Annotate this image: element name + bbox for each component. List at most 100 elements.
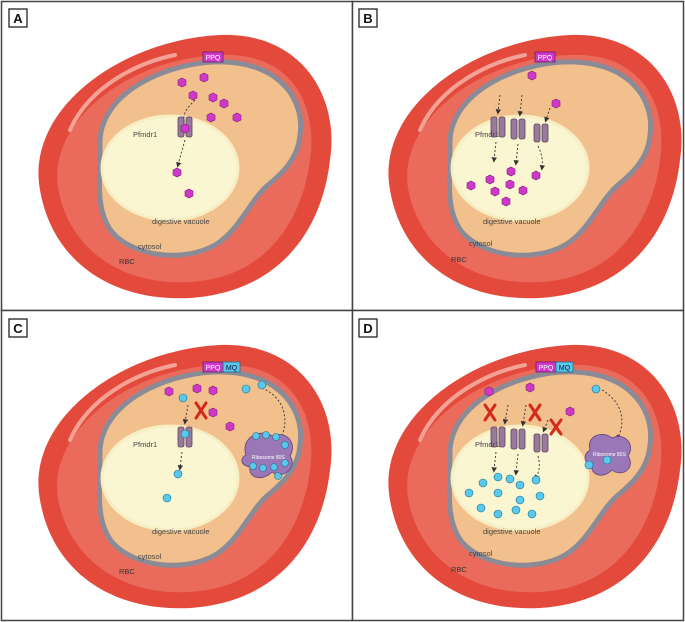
digestive-vacuole	[450, 424, 590, 532]
rbc-highlight	[68, 363, 177, 442]
ppq-molecule	[485, 174, 495, 185]
mq-molecule	[259, 464, 267, 472]
rbc-label: RBC	[119, 257, 135, 266]
ppq-tag	[534, 51, 556, 63]
ppq-molecule	[551, 98, 561, 109]
ppq-molecule	[192, 383, 202, 394]
pfmdr1-transporter	[533, 433, 549, 453]
ppq-molecule	[177, 77, 187, 88]
block-x-icon	[194, 401, 208, 420]
ppq-molecule	[505, 179, 515, 190]
mq-molecules	[162, 380, 289, 503]
mq-molecule	[252, 432, 260, 440]
cytosol-label: cytosol	[469, 239, 493, 248]
ppq-molecules	[466, 70, 561, 207]
ppq-molecule	[184, 188, 194, 199]
ppq-molecule	[490, 186, 500, 197]
mq-molecule	[478, 478, 488, 488]
transport-arrow	[537, 145, 546, 171]
transport-arrow	[502, 404, 509, 425]
ppq-molecule	[232, 112, 242, 123]
mq-molecule	[262, 431, 270, 439]
block-x-icons	[483, 403, 563, 436]
mq-molecule	[531, 475, 541, 485]
mq-molecule	[591, 384, 601, 394]
panel-d: D PPQ MQ Pfmdr1	[358, 318, 682, 609]
transport-arrow	[182, 404, 189, 425]
mq-molecules	[464, 384, 612, 519]
pfmdr1-label: Pfmdr1	[475, 130, 499, 139]
pfmdr1-transporter	[490, 116, 506, 138]
ppq-molecule	[180, 123, 190, 134]
block-x-icon	[483, 403, 497, 422]
block-x-icon	[528, 403, 542, 422]
panel-letter: C	[13, 321, 23, 336]
ppq-molecule	[525, 382, 535, 393]
vacuole-label: digestive vacuole	[152, 217, 210, 226]
ppq-molecule	[199, 72, 209, 83]
ppq-tag-label: PPQ	[206, 55, 221, 62]
panel-c: C PPQ MQ Pfmdr1 Ribosome 80S	[8, 318, 332, 609]
transport-arrow	[491, 141, 497, 163]
mq-molecule	[527, 509, 537, 519]
ppq-tag-label: PPQ	[538, 55, 553, 62]
mq-molecule	[493, 472, 503, 482]
mq-molecule	[274, 472, 282, 480]
cytosol-label: cytosol	[469, 549, 493, 558]
mq-molecule	[535, 491, 545, 501]
rbc-highlight	[418, 53, 527, 132]
pfmdr1-transporter	[490, 426, 506, 448]
digestive-vacuole	[100, 424, 240, 532]
ppq-molecule	[466, 180, 476, 191]
transport-arrow	[495, 94, 501, 115]
mq-molecule	[511, 505, 521, 515]
mq-molecule	[178, 393, 188, 403]
transport-arrows	[491, 389, 623, 481]
transport-arrow	[520, 404, 527, 427]
cytosol-label: cytosol	[138, 552, 162, 561]
ppq-molecule	[527, 70, 537, 81]
mq-molecule	[505, 474, 515, 484]
mq-molecule	[173, 469, 183, 479]
mq-molecule	[270, 463, 278, 471]
panel-b: B PPQ Pfmdr1	[358, 8, 682, 299]
ppq-molecule	[208, 385, 218, 396]
ppq-molecule	[518, 185, 528, 196]
block-x-icon	[549, 418, 563, 436]
pfmdr1-transporter	[510, 428, 526, 450]
ppq-molecule	[208, 92, 218, 103]
ppq-molecule	[206, 112, 216, 123]
mq-molecule	[249, 462, 257, 470]
transport-arrow	[261, 387, 286, 443]
ppq-tag-label: PPQ	[539, 365, 554, 372]
mq-molecule	[281, 441, 289, 449]
cytosol-label: cytosol	[138, 242, 162, 251]
mq-molecule	[515, 495, 525, 505]
transport-arrow	[542, 419, 549, 433]
mq-molecule	[493, 488, 503, 498]
mq-tag-label: MQ	[226, 365, 238, 372]
mq-molecule	[602, 455, 612, 465]
rbc-label: RBC	[451, 565, 467, 574]
ppq-molecule	[208, 407, 218, 418]
panel-letter-box	[8, 8, 28, 28]
vacuole-label: digestive vacuole	[483, 217, 541, 226]
transport-arrow	[513, 453, 519, 476]
transport-arrow	[177, 451, 184, 471]
transport-arrow	[491, 451, 497, 473]
ppq-molecule	[506, 166, 516, 177]
mq-molecule	[584, 460, 594, 470]
rbc-highlight	[68, 53, 177, 132]
mq-molecule	[464, 488, 474, 498]
mq-molecule	[257, 380, 267, 390]
mq-molecule	[281, 459, 289, 467]
pfmdr1-label: Pfmdr1	[475, 440, 499, 449]
ppq-molecule	[188, 90, 198, 101]
transport-arrow	[601, 389, 623, 441]
ppq-tag-label: PPQ	[206, 365, 221, 372]
ribosome-80s: Ribosome 80S	[584, 434, 631, 476]
ppq-molecules	[172, 72, 242, 199]
mq-tag-label: MQ	[559, 365, 571, 372]
transport-arrows	[177, 387, 286, 471]
vacuole-label: digestive vacuole	[483, 527, 541, 536]
